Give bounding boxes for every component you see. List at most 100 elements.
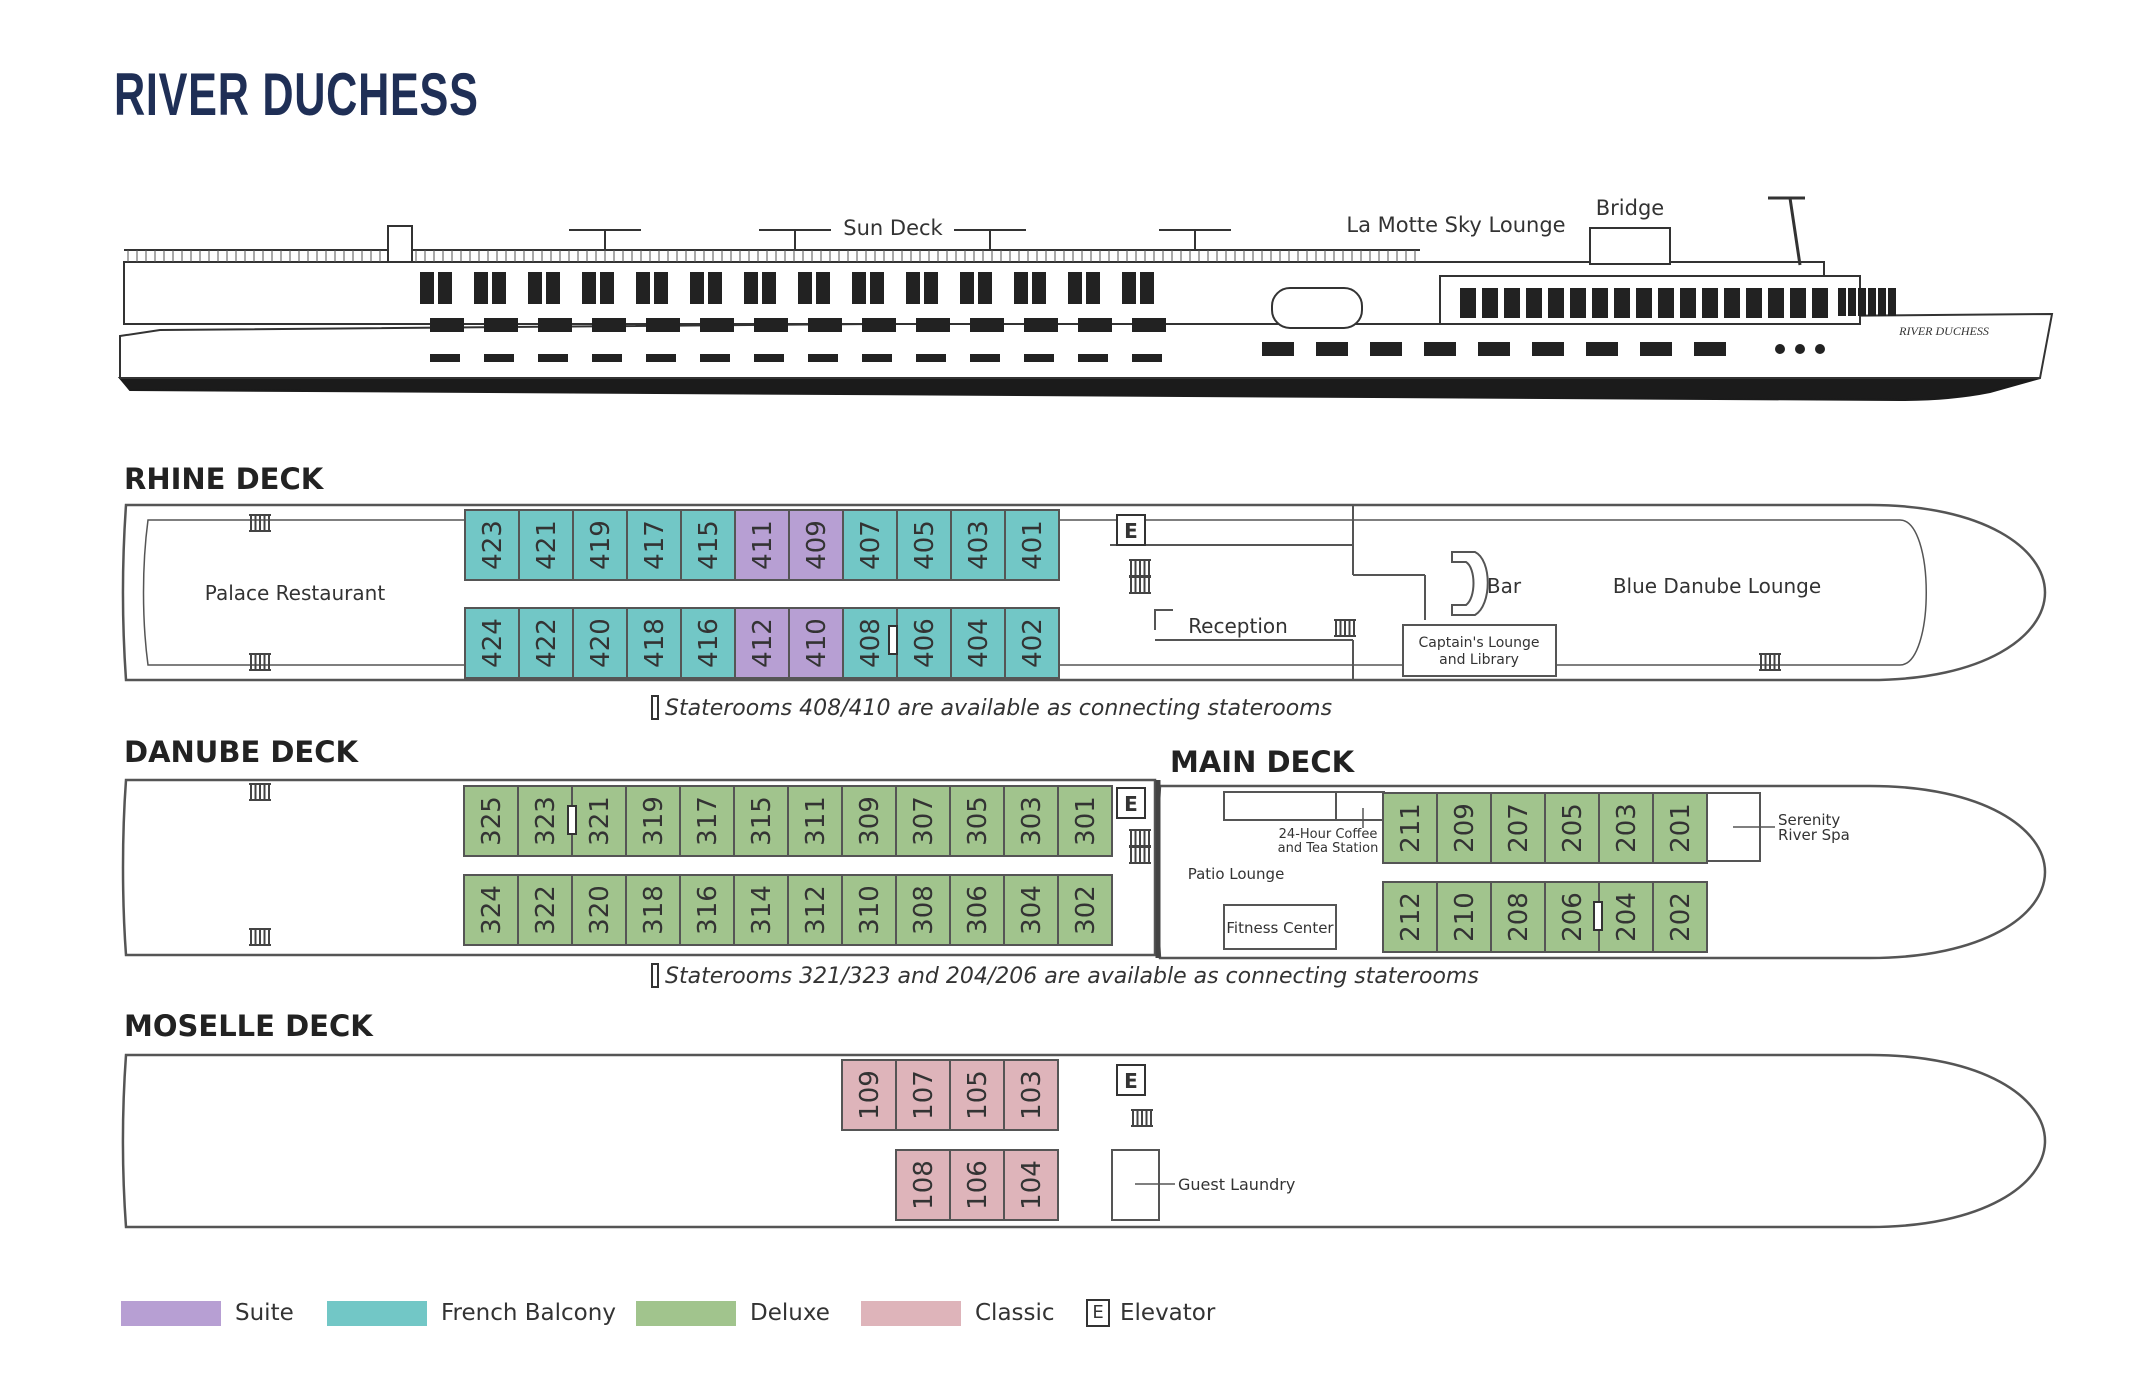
classic-swatch [861, 1300, 961, 1326]
stairs-icon [249, 653, 271, 671]
upper-window [600, 272, 614, 304]
moselle-cabin-number: 103 [1017, 1070, 1047, 1120]
elevator-letter: E [1124, 1069, 1138, 1093]
rhine-cabin-number: 419 [586, 520, 616, 570]
reception-label: Reception [1188, 614, 1288, 638]
bridge-label: Bridge [1596, 196, 1664, 220]
rhine-cabin-number: 405 [910, 520, 940, 570]
lounge-window [1702, 288, 1718, 318]
upper-window [906, 272, 920, 304]
cabin-window [754, 318, 788, 332]
lounge-window [1812, 288, 1828, 318]
main-deck-window [1316, 342, 1348, 356]
danube-cabin-301 [1057, 785, 1113, 857]
danube-cabin-324 [463, 874, 519, 946]
danube-cabin-number: 308 [909, 885, 939, 935]
porthole [430, 354, 460, 362]
danube-cabin-304 [1003, 874, 1059, 946]
upper-window [1140, 272, 1154, 304]
danube-cabin-number: 320 [585, 885, 615, 935]
lounge-window [1724, 288, 1740, 318]
captains-lounge-label: Captain's Lounge [1418, 635, 1539, 651]
danube-cabin-number: 315 [747, 796, 777, 846]
blue-danube-lounge-label: Blue Danube Lounge [1613, 574, 1821, 598]
danube-cabin-number: 301 [1071, 796, 1101, 846]
rhine-cabin-405 [896, 509, 952, 581]
rhine-cabin-415 [680, 509, 736, 581]
danube-cabin-number: 303 [1017, 796, 1047, 846]
legend-deluxe-label: Deluxe [750, 1300, 830, 1326]
danube-cabin-number: 311 [801, 796, 831, 846]
main-deck-window [1262, 342, 1294, 356]
danube-elevator: E [1116, 787, 1146, 819]
stairs-icon [1131, 1109, 1153, 1127]
captains-lounge-room [1402, 624, 1557, 677]
moselle-hull [121, 1053, 2047, 1229]
main-cabin-206 [1544, 881, 1600, 953]
tea-station-label: and Tea Station [1278, 841, 1379, 856]
porthole [700, 354, 730, 362]
cabin-window [808, 318, 842, 332]
connecting-door-321-323 [567, 805, 577, 835]
lounge-window [1790, 288, 1806, 318]
lounge-window [1592, 288, 1608, 318]
main-cabin-205 [1544, 792, 1600, 864]
guest-laundry-label: Guest Laundry [1178, 1175, 1295, 1194]
legend-classic-label: Classic [975, 1300, 1055, 1326]
elevator-icon: E [1086, 1299, 1110, 1327]
danube-cabin-number: 307 [909, 796, 939, 846]
bridge-window [1858, 288, 1866, 316]
rhine-cabin-419 [572, 509, 628, 581]
rhine-cabin-number: 412 [748, 618, 778, 668]
mast [1788, 197, 1802, 266]
stairs-icon [249, 928, 271, 946]
main-cabin-201 [1652, 792, 1708, 864]
danube-connecting-note: Staterooms 321/323 and 204/206 are avail… [651, 963, 1479, 989]
rhine-cabin-number: 411 [748, 520, 778, 570]
reception-desk [1154, 609, 1173, 630]
danube-cabin-number: 309 [855, 796, 885, 846]
legend-classic: Classic [861, 1296, 1055, 1330]
deck-outlines: E E E [121, 503, 2047, 1229]
danube-cabin-314 [733, 874, 789, 946]
upper-window [1068, 272, 1082, 304]
upper-window [654, 272, 668, 304]
cabin-window [700, 318, 734, 332]
danube-cabin-321 [571, 785, 627, 857]
porthole [916, 354, 946, 362]
bridge-window [1888, 288, 1896, 316]
sun-deck-label: Sun Deck [843, 216, 943, 240]
main-deck-window [1478, 342, 1510, 356]
upper-window [474, 272, 488, 304]
stairs-icon [1129, 576, 1151, 594]
main-deck-window [1586, 342, 1618, 356]
rhine-cabin-412 [734, 607, 790, 679]
main-deck-window [1640, 342, 1672, 356]
main-cabin-number: 210 [1450, 892, 1480, 942]
danube-cabin-325 [463, 785, 519, 857]
lounge-window [1504, 288, 1520, 318]
rhine-cabin-number: 406 [910, 618, 940, 668]
rhine-cabin-423 [464, 509, 520, 581]
coffee-station-nook [1335, 791, 1385, 821]
rhine-cabin-number: 410 [802, 618, 832, 668]
danube-cabin-320 [571, 874, 627, 946]
danube-cabin-311 [787, 785, 843, 857]
elevator-letter: E [1124, 519, 1138, 543]
moselle-cabin-number: 107 [909, 1070, 939, 1120]
cabin-window [916, 318, 950, 332]
sky-lounge-label: La Motte Sky Lounge [1346, 213, 1565, 237]
bridge-window [1848, 288, 1856, 316]
main-deck-window [1532, 342, 1564, 356]
moselle-elevator: E [1116, 1064, 1146, 1096]
main-cabin-number: 201 [1666, 803, 1696, 853]
rhine-cabin-number: 416 [694, 618, 724, 668]
rhine-note-text: Staterooms 408/410 are available as conn… [665, 696, 1333, 721]
danube-cabin-number: 317 [693, 796, 723, 846]
danube-cabin-316 [679, 874, 735, 946]
lounge-window [1614, 288, 1630, 318]
cabin-window [1078, 318, 1112, 332]
danube-cabin-322 [517, 874, 573, 946]
